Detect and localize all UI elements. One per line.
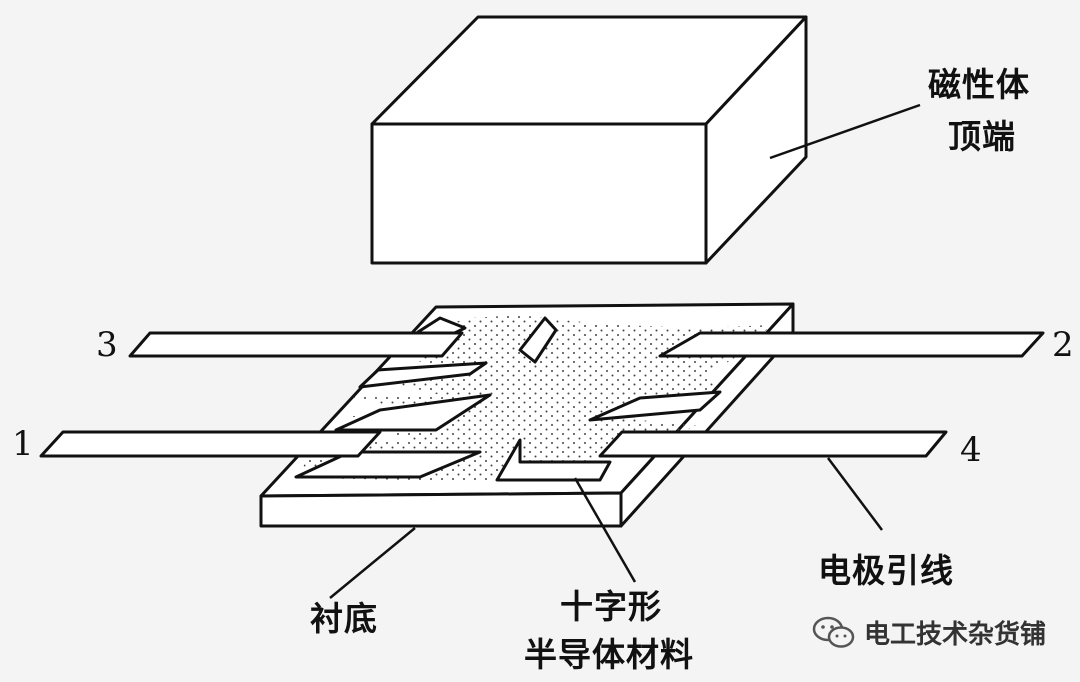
cross-label-line2: 半导体材料 — [524, 635, 694, 674]
terminal-label-4: 4 — [960, 430, 982, 470]
magnet-label-line2: 顶端 — [948, 117, 1016, 156]
lead-1 — [39, 430, 382, 458]
wechat-icon — [812, 616, 855, 648]
leader-lines — [329, 103, 921, 599]
watermark-text: 电工技术杂货铺 — [864, 620, 1047, 650]
terminal-label-3: 3 — [96, 325, 118, 365]
cross-label-line1: 十字形 — [560, 587, 662, 626]
pad — [495, 438, 612, 482]
magnet-leader-line — [769, 103, 921, 160]
terminal-label-2: 2 — [1052, 325, 1074, 365]
pad — [588, 390, 722, 422]
lead-strips — [39, 331, 1045, 458]
cross-leader-line — [573, 477, 637, 583]
watermark: 电工技术杂货铺 — [812, 614, 1046, 651]
substrate-label: 衬底 — [310, 599, 378, 638]
electrode-pads — [294, 316, 722, 482]
pad — [358, 361, 488, 389]
leads-leader-line — [827, 457, 883, 531]
lead-3 — [128, 331, 464, 358]
substrate-leader-line — [329, 527, 416, 599]
magnet-block — [370, 15, 808, 265]
lead-2 — [658, 331, 1045, 358]
pad — [294, 450, 482, 479]
magnet-label-line1: 磁性体 — [928, 65, 1030, 104]
terminal-label-1: 1 — [12, 424, 34, 464]
leads-label: 电极引线 — [818, 551, 954, 590]
substrate-front-face — [259, 491, 623, 528]
lead-4 — [598, 430, 948, 458]
pad — [518, 316, 558, 364]
magnet-front-face — [370, 122, 708, 265]
magnet-side-face — [704, 15, 808, 265]
pad — [334, 393, 492, 432]
